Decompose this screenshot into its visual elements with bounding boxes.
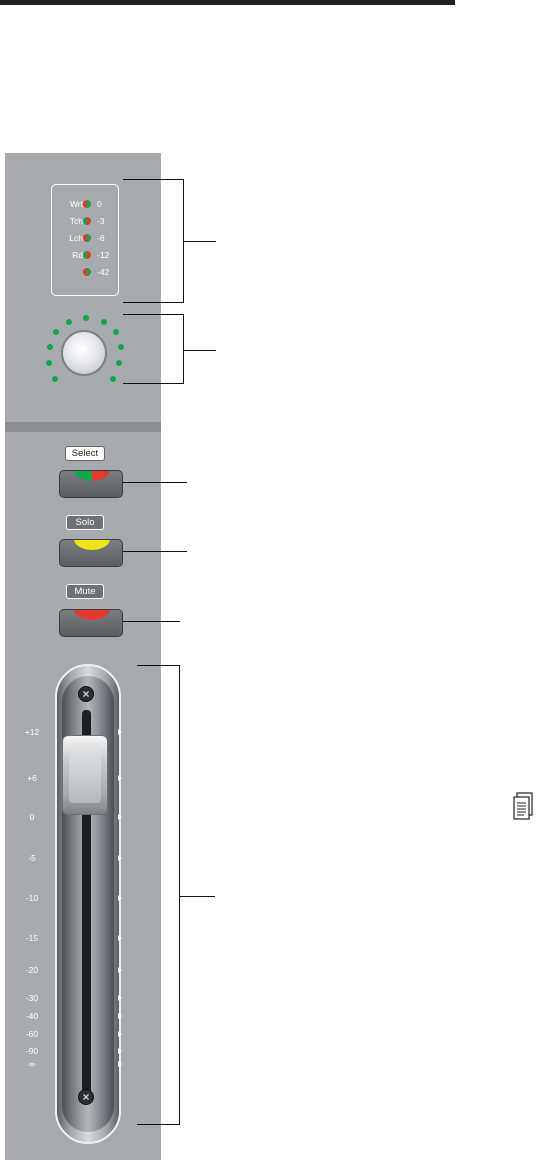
callout-line <box>137 665 180 666</box>
callout-line <box>179 665 180 1125</box>
strip-divider <box>5 422 161 432</box>
callout-line <box>183 350 216 351</box>
fader-scale-label: -10 <box>25 893 39 903</box>
fader-slot <box>82 710 91 1096</box>
meter-row-label: Rd <box>72 250 83 260</box>
mute-button[interactable] <box>59 609 123 637</box>
scale-tick <box>118 895 122 901</box>
callout-line <box>123 551 187 552</box>
knob-led <box>118 344 124 350</box>
knob-led <box>110 376 116 382</box>
led-indicator-icon <box>83 268 91 276</box>
fader-scale-label: +12 <box>24 727 40 737</box>
solo-lamp-icon <box>74 540 110 550</box>
callout-line <box>183 314 184 384</box>
callout-line <box>183 241 216 242</box>
scale-tick <box>118 814 122 820</box>
knob-led <box>116 360 122 366</box>
scale-tick <box>118 995 122 1001</box>
callout-line <box>123 314 184 315</box>
mute-tag: Mute <box>66 584 104 599</box>
knob-led <box>47 344 53 350</box>
fader-scale-label: +6 <box>27 773 37 783</box>
scale-tick <box>118 729 122 735</box>
meter-row-value: -42 <box>97 267 110 277</box>
fader-scale-label: -20 <box>25 965 39 975</box>
meter-row-value: -12 <box>97 250 110 260</box>
select-tag: Select <box>65 446 105 461</box>
fader-scale-label: -30 <box>25 993 39 1003</box>
automation-mode-panel: Wrt 0 Tch -3 Lch -6 Rd -12 -42 <box>51 184 119 296</box>
scale-tick <box>118 775 122 781</box>
knob-led <box>46 360 52 366</box>
callout-line <box>123 621 180 622</box>
mute-lamp-icon <box>74 610 110 620</box>
meter-row-value: -3 <box>97 216 105 226</box>
callout-line <box>123 482 187 483</box>
scale-tick <box>118 1031 122 1037</box>
rotary-knob-icon[interactable] <box>61 330 107 376</box>
fader-cap-face <box>69 743 101 803</box>
note-document-icon <box>512 792 534 827</box>
knob-led <box>52 376 58 382</box>
top-rule <box>0 0 455 5</box>
scale-tick <box>118 967 122 973</box>
fader-scale-label: -5 <box>28 853 36 863</box>
meter-row: -42 <box>52 265 120 279</box>
led-indicator-icon <box>83 217 91 225</box>
knob-led <box>113 329 119 335</box>
fader-scale-label: ∞ <box>28 1059 36 1069</box>
knob-led <box>66 319 72 325</box>
meter-row: Tch -3 <box>52 214 120 228</box>
screw-icon: × <box>78 1089 94 1105</box>
meter-row: Lch -6 <box>52 231 120 245</box>
meter-row-label: Wrt <box>69 199 83 209</box>
solo-tag: Solo <box>66 515 104 530</box>
knob-led <box>101 319 107 325</box>
fader-cap[interactable] <box>62 735 108 815</box>
solo-button[interactable] <box>59 539 123 567</box>
scale-tick <box>118 1061 122 1067</box>
fader-scale-label: -40 <box>25 1011 39 1021</box>
select-lamp-icon <box>74 471 110 481</box>
scale-tick <box>118 935 122 941</box>
meter-row-label: Lch <box>69 233 83 243</box>
screw-icon: × <box>78 686 94 702</box>
callout-line <box>123 179 184 180</box>
callout-line <box>179 896 215 897</box>
scale-tick <box>118 855 122 861</box>
scale-tick <box>118 1048 122 1054</box>
meter-row-label: Tch <box>69 216 83 226</box>
meter-row-value: 0 <box>97 199 102 209</box>
fader-scale-label: -90 <box>25 1046 39 1056</box>
callout-line <box>123 302 184 303</box>
led-indicator-icon <box>83 200 91 208</box>
meter-row: Rd -12 <box>52 248 120 262</box>
led-indicator-icon <box>83 251 91 259</box>
knob-led <box>53 329 59 335</box>
scale-tick <box>118 1013 122 1019</box>
callout-line <box>123 383 184 384</box>
callout-line <box>137 1124 180 1125</box>
fader-scale-label: 0 <box>29 812 35 822</box>
select-button[interactable] <box>59 470 123 498</box>
meter-row: Wrt 0 <box>52 197 120 211</box>
knob-led <box>83 315 89 321</box>
meter-row-value: -6 <box>97 233 105 243</box>
led-indicator-icon <box>83 234 91 242</box>
fader-scale-label: -60 <box>25 1029 39 1039</box>
fader-scale-label: -15 <box>25 933 39 943</box>
